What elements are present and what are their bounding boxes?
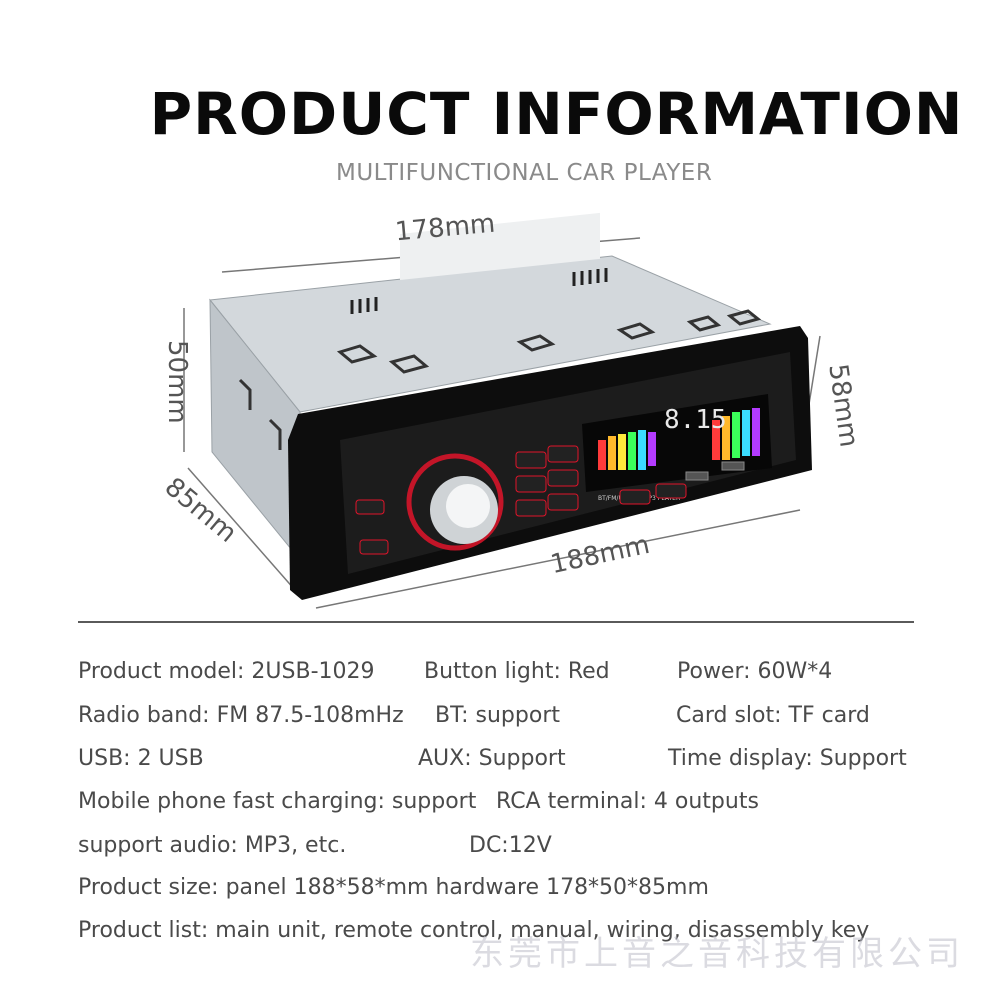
spec-rca-terminal: RCA terminal: 4 outputs xyxy=(496,789,759,814)
company-watermark: 东莞市上音之音科技有限公司 xyxy=(470,934,964,974)
display-clock-text: 8.15 xyxy=(664,405,727,435)
spec-product-list: Product list: main unit, remote control,… xyxy=(78,918,870,943)
dimension-line-bottom xyxy=(315,509,801,609)
metal-chassis xyxy=(209,212,772,562)
front-panel: 8.15 BT/FM/USB/SD/MP3 PLAYER xyxy=(288,326,812,600)
page-title: PRODUCT INFORMATION xyxy=(149,80,964,148)
dimension-line-depth xyxy=(187,467,303,599)
spec-radio-band: Radio band: FM 87.5-108mHz xyxy=(78,703,404,728)
section-divider xyxy=(78,621,914,623)
spec-card-slot: Card slot: TF card xyxy=(676,703,870,728)
spec-dc: DC:12V xyxy=(469,833,552,858)
spec-usb: USB: 2 USB xyxy=(78,746,204,771)
usb-port-1 xyxy=(721,461,745,471)
spec-product-model: Product model: 2USB-1029 xyxy=(78,659,375,684)
spec-aux: AUX: Support xyxy=(418,746,566,771)
spec-bt: BT: support xyxy=(435,703,560,728)
spec-audio-format: support audio: MP3, etc. xyxy=(78,833,347,858)
spec-power: Power: 60W*4 xyxy=(677,659,833,684)
dimension-height-left: 50mm xyxy=(162,340,192,424)
spec-fast-charging: Mobile phone fast charging: support xyxy=(78,789,477,814)
usb-port-2 xyxy=(685,471,709,481)
spec-product-size: Product size: panel 188*58*mm hardware 1… xyxy=(78,875,709,900)
spec-time-display: Time display: Support xyxy=(668,746,907,771)
spec-button-light: Button light: Red xyxy=(424,659,610,684)
knob-light-ring xyxy=(406,453,504,551)
panel-buttons xyxy=(355,445,687,555)
page-subtitle: MULTIFUNCTIONAL CAR PLAYER xyxy=(336,160,713,186)
display-equalizer-bars xyxy=(598,408,760,470)
